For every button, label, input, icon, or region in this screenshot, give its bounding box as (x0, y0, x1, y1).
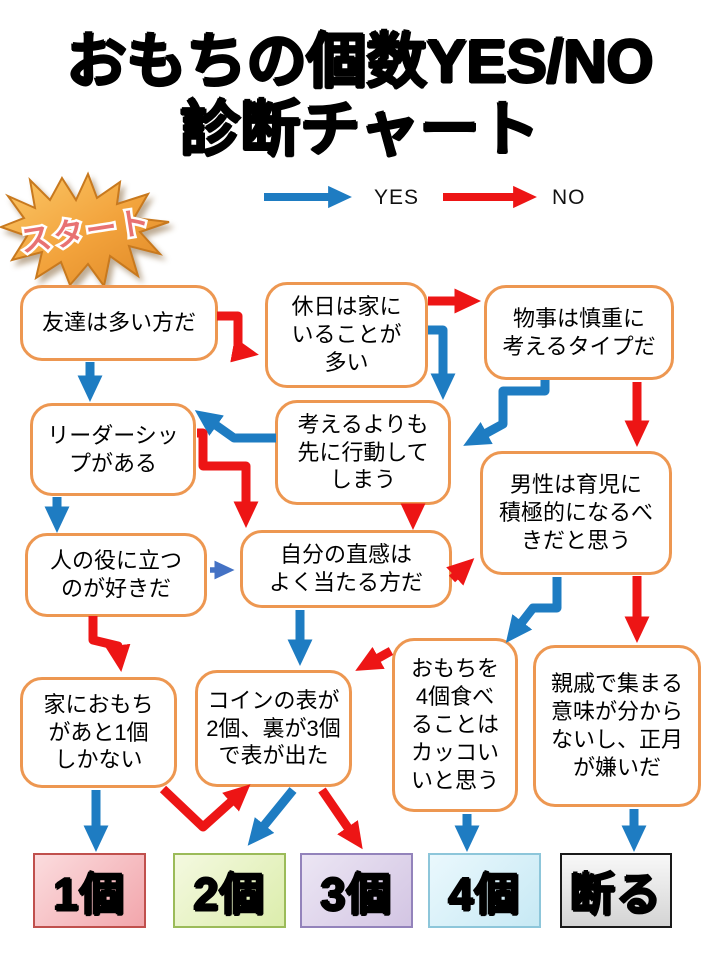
edge-many-friends-no (217, 311, 259, 363)
node-coin-toss: コインの表が 2個、裏が3個 で表が出た (195, 670, 352, 787)
node-many-friends: 友達は多い方だ (20, 285, 218, 361)
page-title-line2: 診断チャート (180, 95, 540, 163)
page-title: おもちの個数YES/NO 診断チャート (0, 28, 720, 164)
start-burst: スタート (0, 171, 170, 289)
legend-yes-label: YES (374, 186, 420, 209)
result-4-mochi: 4個 (428, 853, 541, 928)
legend-no-label: NO (552, 186, 586, 209)
node-like-helping: 人の役に立つ のが好きだ (25, 533, 207, 617)
page-title-line1: おもちの個数YES/NO (66, 28, 654, 95)
node-leadership: リーダーシッ プがある (30, 403, 196, 496)
node-four-cool: おもちを 4個食べ ることは カッコい いと思う (392, 638, 518, 812)
result-refuse: 断る (560, 853, 672, 928)
node-intuition: 自分の直感は よく当たる方だ (240, 530, 452, 608)
edge-coin-toss-no (318, 787, 363, 850)
result-3-mochi: 3個 (300, 853, 413, 928)
edge-stay-home-yes (428, 325, 456, 401)
edge-leadership-no (197, 428, 259, 529)
result-2-mochi: 2個 (173, 853, 286, 928)
node-hate-newyear: 親戚で集まる 意味が分から ないし、正月 が嫌いだ (533, 645, 701, 807)
edge-men-childcare-yes (505, 577, 562, 643)
edge-cautious-yes (463, 380, 550, 446)
node-one-mochi: 家におもち があと1個 しかない (20, 677, 177, 788)
edge-coin-toss-yes (247, 787, 297, 846)
edge-one-mochi-no (159, 784, 251, 832)
node-act-first: 考えるよりも 先に行動して しまう (275, 400, 451, 505)
node-cautious: 物事は慎重に 考えるタイプだ (484, 285, 674, 380)
node-men-childcare: 男性は育児に 積極的になるべ きだと思う (480, 451, 672, 575)
edge-like-helping-no (88, 616, 131, 672)
edge-intuition-no (446, 558, 475, 586)
edge-act-first-yes (194, 410, 276, 443)
edge-four-cool-no (355, 646, 394, 671)
node-stay-home: 休日は家に いることが 多い (265, 282, 428, 388)
result-1-mochi: 1個 (33, 853, 146, 928)
